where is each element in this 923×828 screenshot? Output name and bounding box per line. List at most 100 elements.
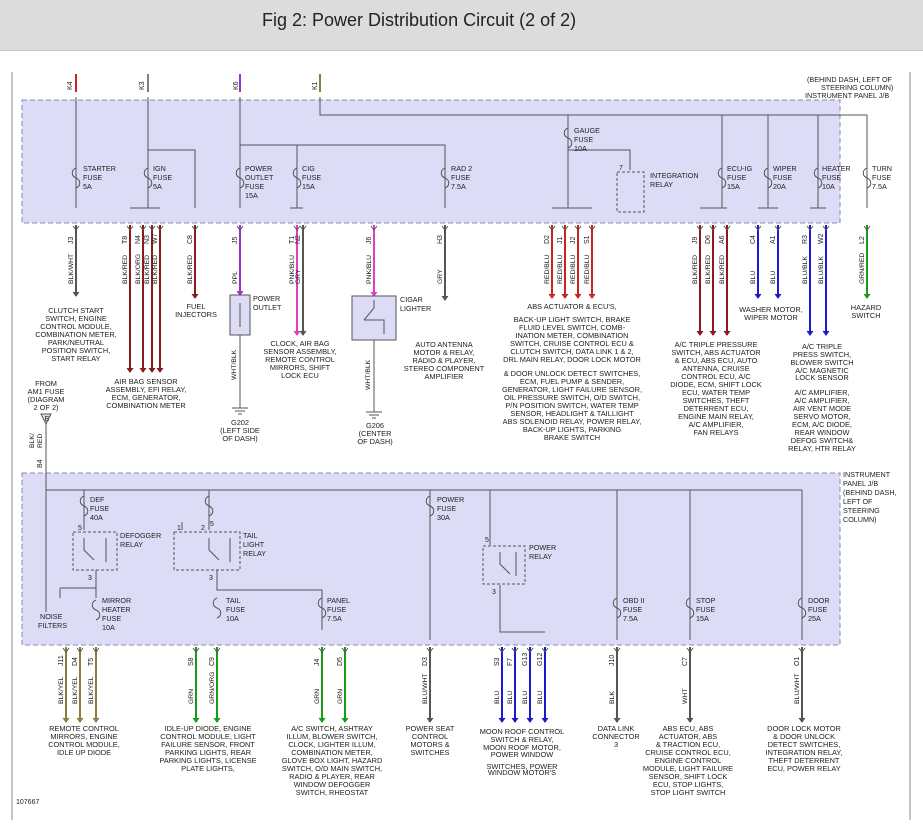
top-arrow-icon — [806, 330, 814, 336]
top-pin-label: A6 — [719, 235, 726, 244]
svg-text:FUSE: FUSE — [83, 173, 102, 182]
svg-text:SWITCHES, THEFT: SWITCHES, THEFT — [683, 396, 750, 405]
bottom-pin-label: S3 — [494, 657, 501, 666]
svg-text:FAILURE SENSOR, FRONT: FAILURE SENSOR, FRONT — [161, 740, 255, 749]
top-pin-label: A1 — [770, 235, 777, 244]
top-connector-icon — [774, 225, 782, 231]
top-pin-label: R3 — [802, 235, 809, 244]
svg-text:(DIAGRAM: (DIAGRAM — [28, 395, 65, 404]
top-pin-label: N2 — [295, 235, 302, 244]
top-connector-icon — [126, 225, 134, 231]
top-pin-label: C4 — [750, 235, 757, 244]
power-outlet-fuse: POWER OUTLET FUSE 15A — [245, 164, 274, 200]
bottom-wire-color: BLU/WHT — [794, 673, 801, 704]
svg-text:FUSE: FUSE — [226, 605, 245, 614]
svg-text:STOP LIGHT SWITCH: STOP LIGHT SWITCH — [651, 788, 726, 797]
svg-text:GENERATOR, LIGHT FAILURE SENSO: GENERATOR, LIGHT FAILURE SENSOR, — [502, 385, 642, 394]
svg-text:RAD 2: RAD 2 — [451, 164, 472, 173]
bottom-wire-color: GRN — [314, 689, 321, 704]
stop-fuse: STOP FUSE 15A — [696, 596, 716, 623]
top-pin-label: J5 — [232, 237, 239, 245]
top-pin-label: T8 — [122, 236, 129, 244]
svg-text:ECU, STOP LIGHTS,: ECU, STOP LIGHTS, — [653, 780, 723, 789]
svg-text:15A: 15A — [245, 191, 258, 200]
svg-text:POWER WINDOW: POWER WINDOW — [491, 750, 553, 759]
svg-text:5A: 5A — [83, 182, 92, 191]
power-outlet-label: POWER — [253, 294, 280, 303]
svg-text:CONTROL MODULE, LIGHT: CONTROL MODULE, LIGHT — [160, 732, 256, 741]
svg-text:RELAY, HTR RELAY: RELAY, HTR RELAY — [788, 444, 856, 453]
svg-text:A/C AMPLIFIER,: A/C AMPLIFIER, — [794, 396, 849, 405]
svg-text:A/C SWITCH, ASHTRAY: A/C SWITCH, ASHTRAY — [291, 724, 373, 733]
bottom-connector-icon — [686, 647, 694, 653]
tail-fuse: TAIL FUSE 10A — [226, 596, 245, 623]
integration-relay-box — [616, 171, 645, 213]
svg-text:BLOWER SWITCH: BLOWER SWITCH — [790, 358, 853, 367]
svg-text:STEREO COMPONENT: STEREO COMPONENT — [404, 364, 485, 373]
figure-id: 107667 — [16, 799, 39, 806]
cig-fuse: CIG FUSE 15A — [302, 164, 321, 191]
svg-text:STEERING: STEERING — [843, 506, 880, 515]
svg-text:MOTORS &: MOTORS & — [410, 740, 449, 749]
svg-text:DEF: DEF — [90, 495, 105, 504]
top-pin-label: N4 — [135, 235, 142, 244]
svg-text:ENGINE CONTROL: ENGINE CONTROL — [655, 756, 722, 765]
svg-text:CONTROL: CONTROL — [412, 732, 448, 741]
top-wire-color: BLK/ORG — [135, 254, 142, 284]
svg-text:FUEL: FUEL — [187, 302, 206, 311]
dest-fuel-injectors: FUEL INJECTORS — [175, 302, 217, 319]
bottom-arrow-icon — [62, 717, 70, 723]
g206-label: G206 — [366, 421, 384, 430]
svg-text:ECM, A/C DIODE,: ECM, A/C DIODE, — [792, 420, 852, 429]
svg-text:OUTLET: OUTLET — [245, 173, 274, 182]
top-wire-color: GRY — [437, 269, 444, 284]
svg-text:COMBINATION METER: COMBINATION METER — [106, 401, 186, 410]
svg-text:LIGHT: LIGHT — [243, 540, 265, 549]
svg-text:10A: 10A — [574, 144, 587, 153]
top-wire-color: BLK/RED — [144, 255, 151, 284]
bottom-connector-icon — [318, 647, 326, 653]
bottom-pin-label: J11 — [58, 655, 65, 666]
svg-text:INSTRUMENT: INSTRUMENT — [843, 470, 891, 479]
top-arrow-icon — [236, 290, 244, 296]
bottom-connector-icon — [76, 647, 84, 653]
svg-text:FUSE: FUSE — [437, 504, 456, 513]
svg-text:IDLE UP DIODE: IDLE UP DIODE — [57, 748, 111, 757]
svg-text:OIL PRESSURE SWITCH, O/D SWITC: OIL PRESSURE SWITCH, O/D SWITCH, — [504, 393, 640, 402]
svg-text:TURN: TURN — [872, 164, 892, 173]
svg-text:FUSE: FUSE — [302, 173, 321, 182]
svg-text:NOISE: NOISE — [40, 612, 63, 621]
svg-text:3: 3 — [88, 575, 92, 582]
svg-text:& TRACTION ECU,: & TRACTION ECU, — [656, 740, 720, 749]
svg-text:FUSE: FUSE — [696, 605, 715, 614]
svg-text:3: 3 — [209, 575, 213, 582]
bottom-arrow-icon — [92, 717, 100, 723]
bottom-arrow-icon — [192, 717, 200, 723]
svg-text:(BEHIND DASH,: (BEHIND DASH, — [843, 488, 897, 497]
bottom-connector-icon — [426, 647, 434, 653]
cigar-lighter-label: LIGHTER — [400, 304, 431, 313]
bottom-arrow-icon — [511, 717, 519, 723]
svg-text:30A: 30A — [437, 513, 450, 522]
top-arrow-icon — [441, 295, 449, 301]
svg-text:ECU-IG: ECU-IG — [727, 164, 753, 173]
svg-text:SWITCHES: SWITCHES — [410, 748, 449, 757]
svg-text:CIG: CIG — [302, 164, 315, 173]
svg-text:& ECU, ABS ECU, AUTO: & ECU, ABS ECU, AUTO — [675, 356, 758, 365]
svg-text:SWITCH, CRUISE CONTROL ECU &: SWITCH, CRUISE CONTROL ECU & — [510, 339, 634, 348]
svg-text:CLOCK, LIGHTER ILLUM,: CLOCK, LIGHTER ILLUM, — [288, 740, 375, 749]
top-arrow-icon — [548, 293, 556, 299]
top-wire-color: BLU/BLK — [802, 256, 809, 284]
svg-text:OF DASH): OF DASH) — [222, 434, 257, 443]
bottom-pin-label: J10 — [609, 655, 616, 666]
svg-text:10A: 10A — [226, 614, 239, 623]
svg-text:7.5A: 7.5A — [327, 614, 342, 623]
svg-text:5A: 5A — [153, 182, 162, 191]
svg-text:ECM, FUEL PUMP & SENDER,: ECM, FUEL PUMP & SENDER, — [520, 377, 624, 386]
bottom-arrow-icon — [541, 717, 549, 723]
svg-text:CLOCK, AIR BAG: CLOCK, AIR BAG — [270, 339, 329, 348]
svg-text:& DOOR UNLOCK: & DOOR UNLOCK — [773, 732, 835, 741]
dest-clutch: CLUTCH START SWITCH, ENGINE CONTROL MODU… — [35, 306, 117, 363]
wiper-fuse: WIPER FUSE 20A — [773, 164, 797, 191]
bottom-connector-icon — [62, 647, 70, 653]
